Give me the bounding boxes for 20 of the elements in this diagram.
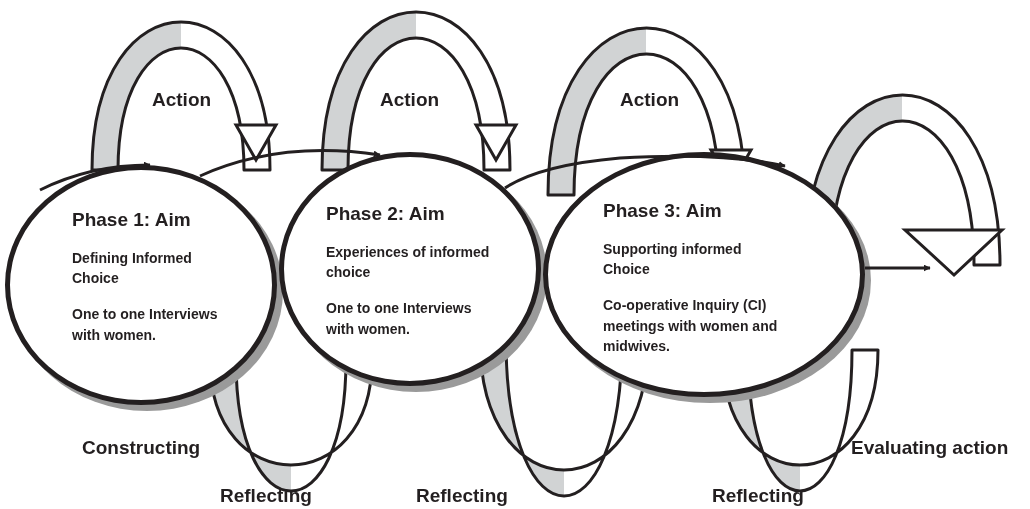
- stage-label: Reflecting: [712, 484, 804, 508]
- stage-label: Evaluating action: [851, 436, 1009, 460]
- stage-label: Reflecting: [220, 484, 312, 508]
- stage-label: Reflecting: [416, 484, 508, 508]
- phase-text: Co-operative Inquiry (CI) meetings with women and midwives.: [603, 296, 779, 356]
- arrow: [865, 264, 931, 272]
- stage-label: Action: [380, 88, 440, 112]
- phase-text: Defining Informed Choice: [72, 248, 193, 289]
- stage-label: Constructing: [82, 436, 201, 460]
- phase-heading: Phase 3: Aim: [603, 199, 723, 223]
- phase-text: One to one Interviews with women.: [326, 299, 473, 339]
- phase-heading: Phase 2: Aim: [326, 202, 446, 226]
- stage-label: Action: [620, 88, 680, 112]
- phase-text: Supporting informed Choice: [603, 239, 743, 280]
- phase-text: One to one Interviews with women.: [72, 305, 219, 345]
- arrow: [504, 154, 786, 190]
- phase-heading: Phase 1: Aim: [72, 208, 192, 232]
- arrow: [39, 161, 151, 192]
- stage-label: Action: [152, 88, 212, 112]
- phase-text: Experiences of informed choice: [326, 242, 491, 283]
